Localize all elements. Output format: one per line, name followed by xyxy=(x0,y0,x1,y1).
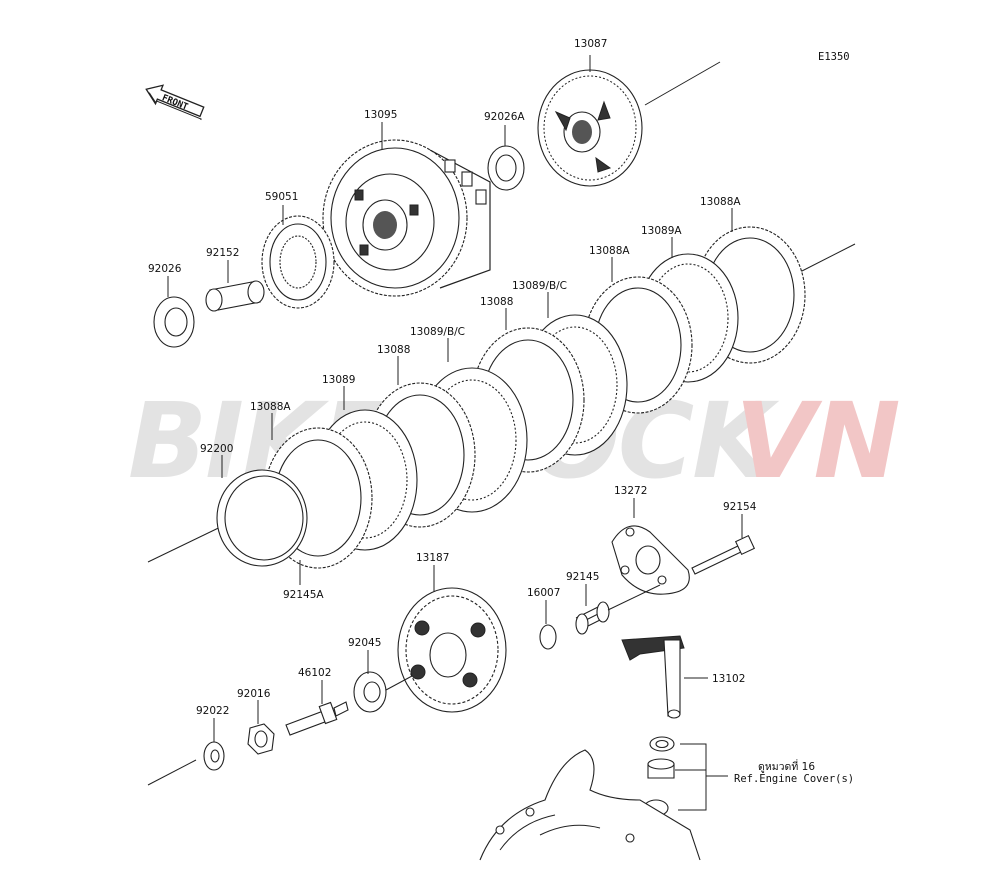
plate-stack xyxy=(216,226,806,569)
circlip-16007 xyxy=(539,624,557,650)
label-13088A-mid: 13088A xyxy=(589,245,630,257)
label-92145: 92145 xyxy=(566,571,599,583)
label-92154: 92154 xyxy=(723,501,757,513)
label-13102: 13102 xyxy=(712,673,745,685)
washer-92022 xyxy=(203,741,225,771)
washer-92026 xyxy=(153,296,195,348)
label-13088-2: 13088 xyxy=(377,344,410,356)
label-92045: 92045 xyxy=(348,637,381,649)
ring-92200 xyxy=(216,469,308,567)
engine-cover-partial xyxy=(479,749,701,861)
seal-bearing-ref xyxy=(643,736,728,817)
label-13095: 13095 xyxy=(364,109,397,121)
diagram-code: E1350 xyxy=(818,51,850,63)
label-92145A: 92145A xyxy=(283,589,324,601)
label-13272: 13272 xyxy=(614,485,647,497)
nut-92016 xyxy=(247,723,275,755)
label-13088A-low: 13088A xyxy=(250,401,291,413)
label-92026: 92026 xyxy=(148,263,182,275)
plate-13272 xyxy=(611,525,690,595)
reference-engine-cover: Ref.Engine Cover(s) xyxy=(734,773,854,785)
release-shaft-13102 xyxy=(621,635,685,719)
label-13088-1: 13088 xyxy=(480,296,513,308)
label-13089: 13089 xyxy=(322,374,355,386)
label-13087: 13087 xyxy=(574,38,607,50)
bolt-92154 xyxy=(691,534,756,575)
bush-92152 xyxy=(205,280,265,312)
label-13089BC-2: 13089/B/C xyxy=(410,326,465,338)
reference-thai-text: ดูหมวดที่ 16 xyxy=(758,759,815,773)
label-92200: 92200 xyxy=(200,443,233,455)
clutch-housing-13095 xyxy=(322,139,491,297)
gear-59051 xyxy=(261,215,335,309)
watermark-text-accent: VN xyxy=(735,380,899,502)
label-46102: 46102 xyxy=(298,667,331,679)
label-92152: 92152 xyxy=(206,247,239,259)
pressure-plate-13187 xyxy=(397,587,507,713)
spring-92145 xyxy=(575,584,661,635)
label-13187: 13187 xyxy=(416,552,449,564)
clutch-plate-13087 xyxy=(537,69,643,187)
front-arrow-icon: FRONT xyxy=(145,84,205,121)
bearing-92045 xyxy=(353,671,413,713)
label-16007: 16007 xyxy=(527,587,560,599)
label-92026A: 92026A xyxy=(484,111,525,123)
label-13088A-top: 13088A xyxy=(700,196,741,208)
label-92016: 92016 xyxy=(237,688,271,700)
label-59051: 59051 xyxy=(265,191,298,203)
rod-46102 xyxy=(285,701,349,736)
label-92022: 92022 xyxy=(196,705,229,717)
label-13089A: 13089A xyxy=(641,225,682,237)
label-13089BC-1: 13089/B/C xyxy=(512,280,567,292)
washer-92026A xyxy=(487,145,525,191)
